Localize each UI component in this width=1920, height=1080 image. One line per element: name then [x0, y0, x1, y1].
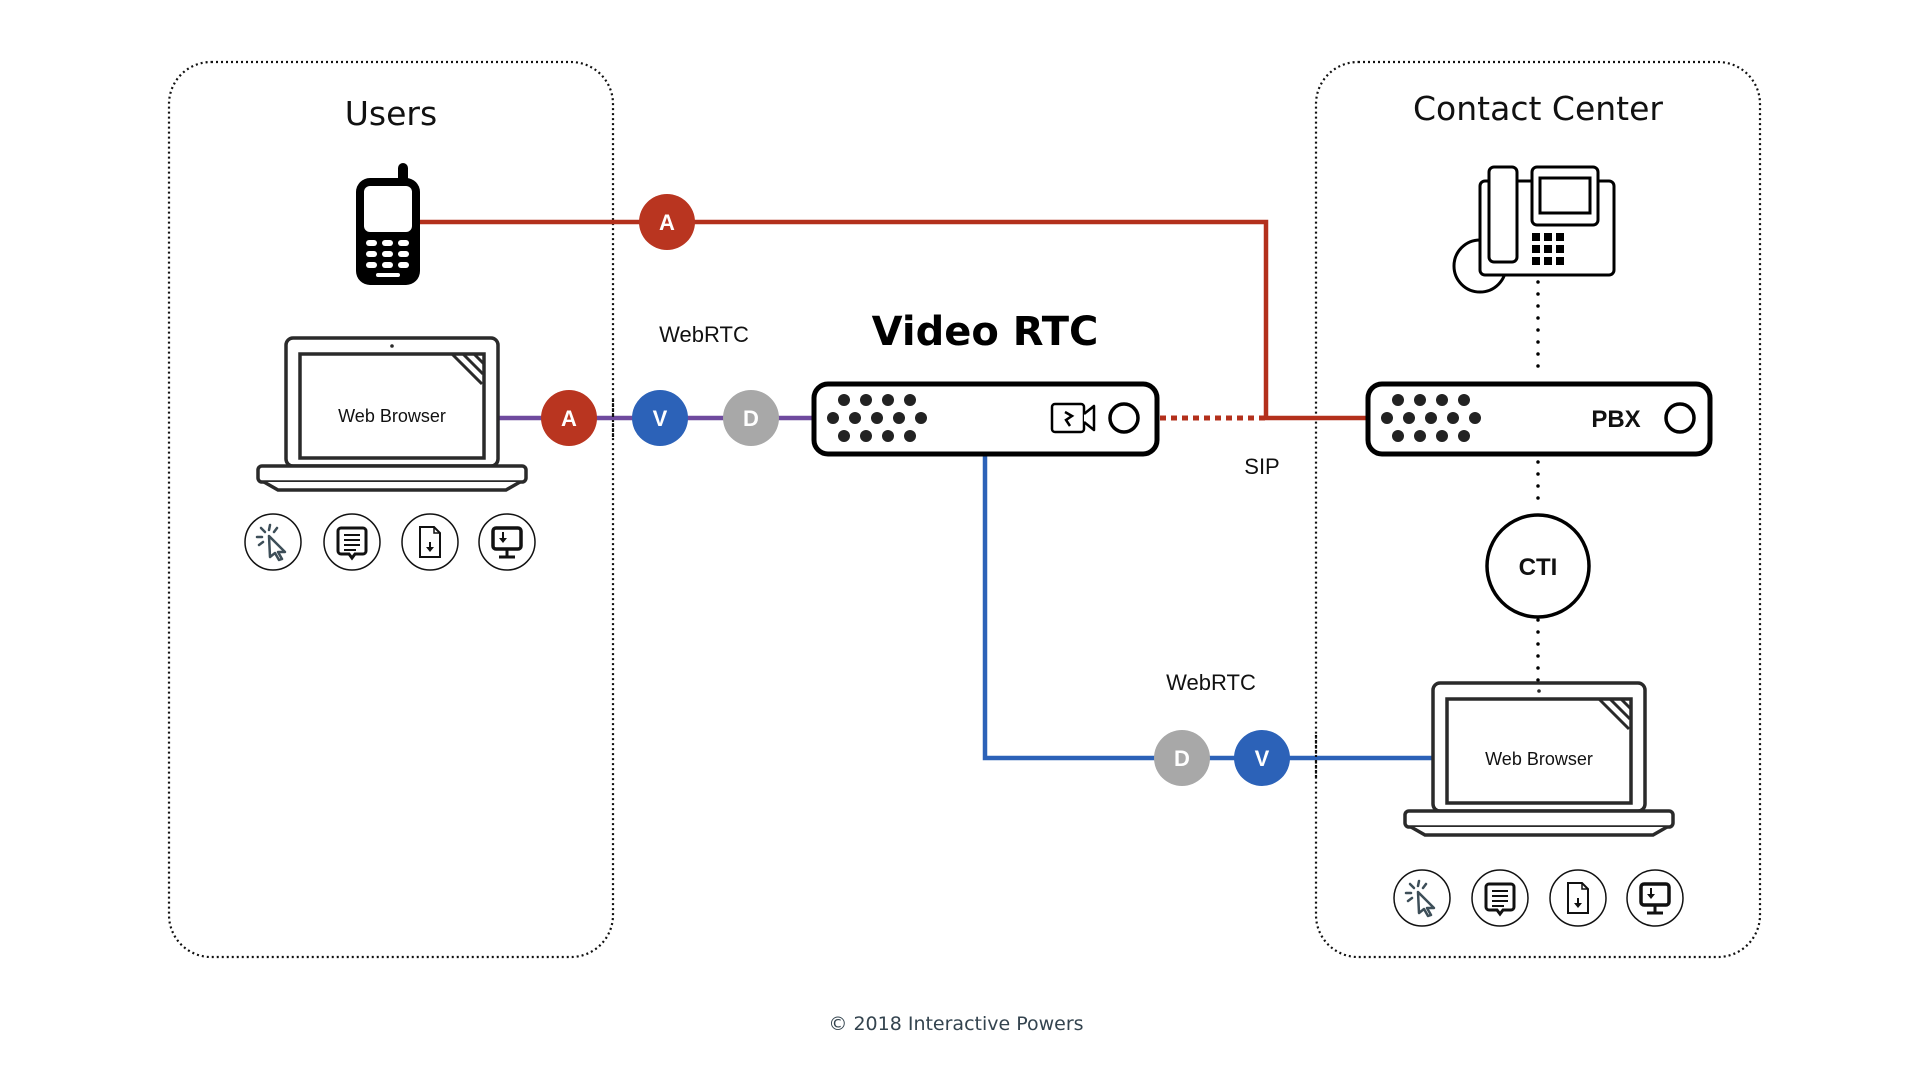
- mobile-audio-badge: A: [639, 194, 695, 250]
- svg-text:A: A: [659, 210, 675, 235]
- agent-webrtc-line: [982, 456, 1434, 761]
- users-feature-icons: [243, 512, 537, 572]
- users-data-badge: D: [723, 390, 779, 446]
- users-laptop-screen-label: Web Browser: [338, 406, 446, 426]
- click-icon: [1392, 868, 1452, 928]
- svg-text:D: D: [1174, 746, 1190, 771]
- contact-center-group-box: [1314, 60, 1762, 959]
- click-icon: [243, 512, 303, 572]
- pbx-server: PBX: [1365, 381, 1713, 457]
- agent-feature-icons: [1392, 868, 1685, 928]
- mobile-audio-line: [420, 219, 1367, 421]
- svg-text:V: V: [653, 406, 668, 431]
- screen-share-icon: [477, 512, 537, 572]
- file-download-icon: [401, 513, 459, 571]
- file-download-icon: [1549, 869, 1607, 927]
- agent-webrtc-label: WebRTC: [1166, 670, 1256, 695]
- users-webrtc-label: WebRTC: [659, 322, 749, 347]
- chat-icon: [1470, 868, 1530, 928]
- svg-text:A: A: [561, 406, 577, 431]
- pbx-label: PBX: [1591, 406, 1640, 433]
- copyright-footer: © 2018 Interactive Powers: [828, 1013, 1083, 1035]
- cti-label: CTI: [1519, 554, 1558, 581]
- video-camera-icon: [1050, 402, 1096, 434]
- chat-icon: [322, 512, 382, 572]
- users-laptop-icon: Web Browser: [256, 336, 528, 492]
- power-indicator-icon: [1108, 402, 1140, 434]
- video-rtc-server: [811, 381, 1160, 457]
- contact-center-title: Contact Center: [1413, 89, 1663, 128]
- screen-share-icon: [1625, 868, 1685, 928]
- power-indicator-icon: [1664, 402, 1696, 434]
- cti-node: CTI: [1485, 513, 1591, 619]
- agent-data-badge: D: [1154, 730, 1210, 786]
- agent-laptop-screen-label: Web Browser: [1485, 749, 1593, 769]
- users-group-box: [167, 60, 615, 959]
- users-audio-badge: A: [541, 390, 597, 446]
- users-video-badge: V: [632, 390, 688, 446]
- agent-video-badge: V: [1234, 730, 1290, 786]
- svg-text:D: D: [743, 406, 759, 431]
- mobile-phone-icon: [356, 163, 420, 285]
- desk-phone-icon: [1452, 165, 1616, 294]
- svg-text:V: V: [1255, 746, 1270, 771]
- video-rtc-title: Video RTC: [872, 309, 1099, 355]
- sip-label: SIP: [1244, 454, 1279, 479]
- agent-laptop-icon: Web Browser: [1403, 681, 1675, 837]
- users-title: Users: [345, 94, 437, 133]
